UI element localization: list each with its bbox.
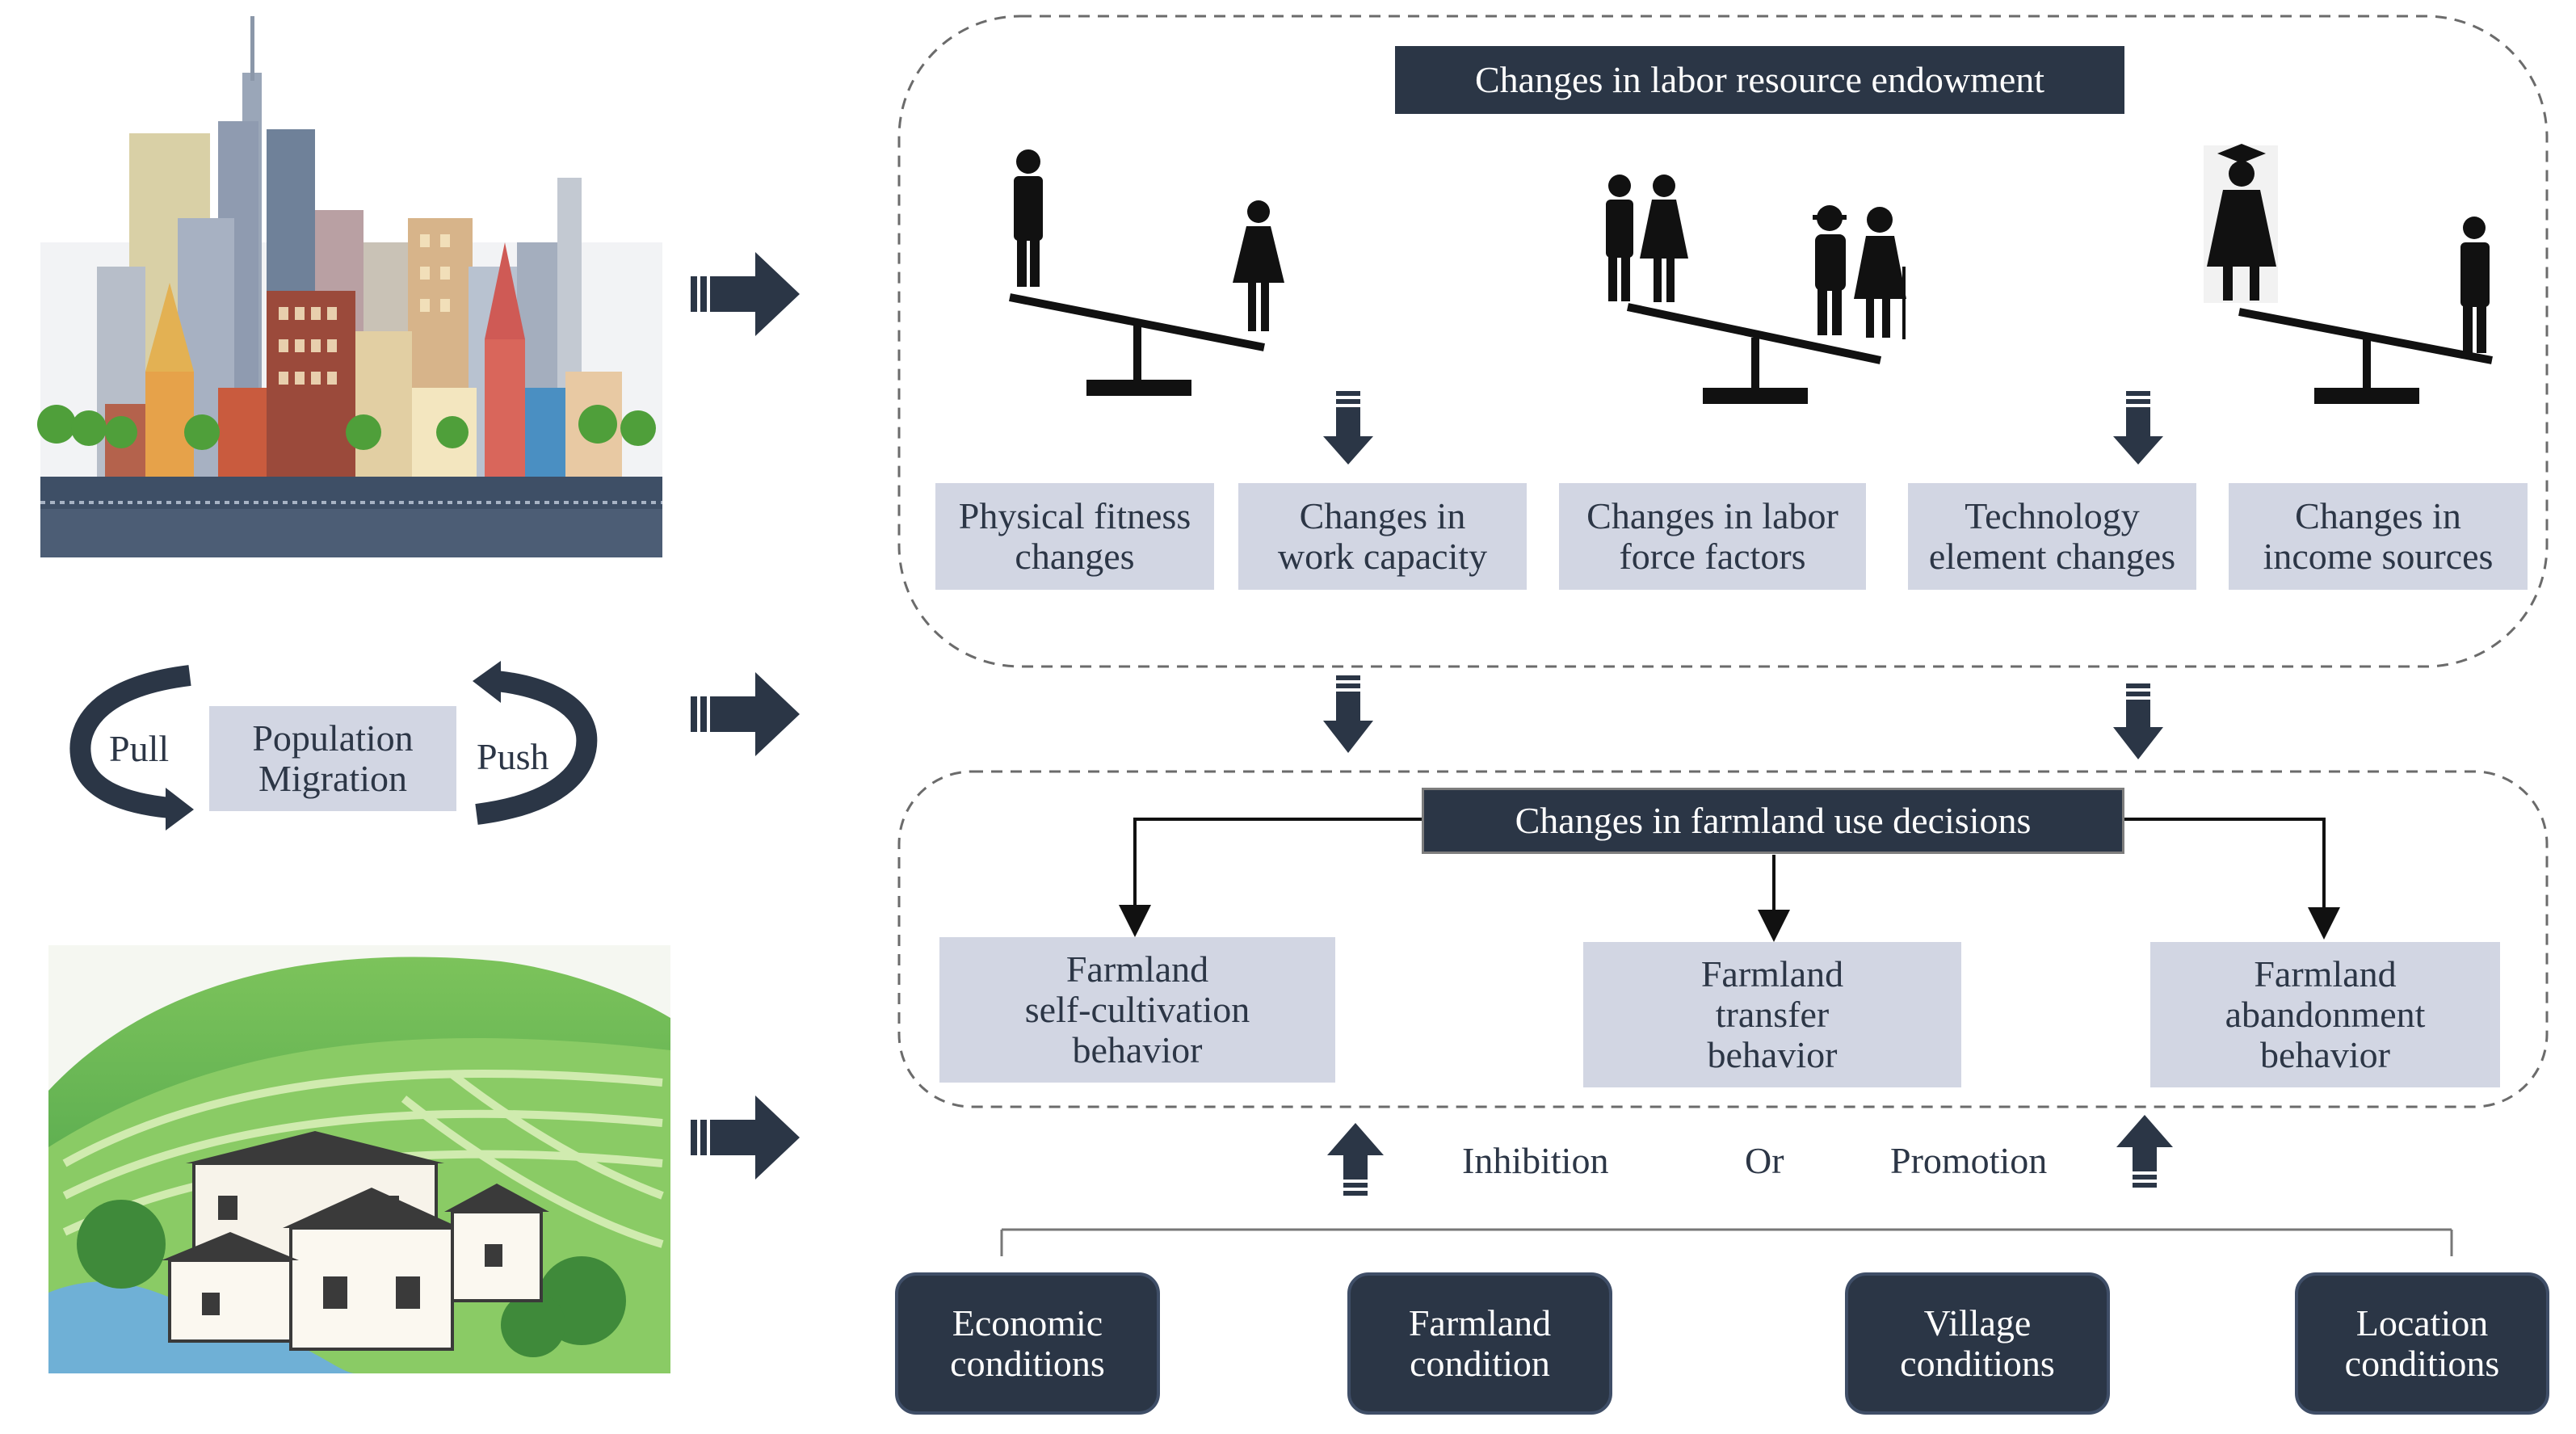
economic-conditions-box: Economic conditions [895,1272,1160,1415]
man-icon [1014,149,1043,287]
farmland-decisions-panel [897,770,2549,1108]
or-label: Or [1745,1140,1784,1181]
inhibition-label: Inhibition [1462,1140,1609,1181]
worker-icon [2460,217,2490,353]
decision-connectors [1119,818,2340,942]
village-conditions-box: Village conditions [1845,1272,2110,1415]
item-labor-force-factors: Changes in labor force factors [1559,483,1866,590]
item-technology-element: Technology element changes [1908,483,2196,590]
farmland-decisions-title: Changes in farmland use decisions [1422,788,2124,854]
migration-cycle-arrows [69,661,598,831]
farmland-abandonment-box: Farmland abandonment behavior [2150,942,2500,1087]
item-physical-fitness: Physical fitness changes [935,483,1214,590]
promotion-label: Promotion [1890,1140,2048,1181]
location-conditions-box: Location conditions [2295,1272,2549,1415]
push-label: Push [477,736,549,777]
people-figures [1014,144,2490,353]
young-couple-icon [1606,175,1688,302]
up-arrows [1327,1115,2173,1196]
population-migration-box: Population Migration [209,706,456,811]
graduate-icon [2204,144,2278,303]
farmland-transfer-box: Farmland transfer behavior [1583,942,1961,1087]
farmland-condition-box: Farmland condition [1347,1272,1612,1415]
conditions-bracket [1000,1228,2453,1256]
woman-icon [1233,200,1284,331]
labor-endowment-panel [897,15,2549,668]
farmland-self-cultivation-box: Farmland self-cultivation behavior [939,937,1335,1083]
city-illustration [37,16,662,557]
seesaw-3 [2238,308,2493,404]
item-income-sources: Changes in income sources [2229,483,2528,590]
seesaw-2 [1626,303,1882,404]
rural-illustration [48,945,670,1373]
item-work-capacity: Changes in work capacity [1238,483,1527,590]
seesaw-1 [1009,293,1265,396]
pull-label: Pull [109,728,170,769]
elderly-couple-icon [1813,205,1906,339]
down-arrows [1323,391,2163,759]
right-arrows [691,252,800,1180]
labor-endowment-title: Changes in labor resource endowment [1395,46,2124,114]
